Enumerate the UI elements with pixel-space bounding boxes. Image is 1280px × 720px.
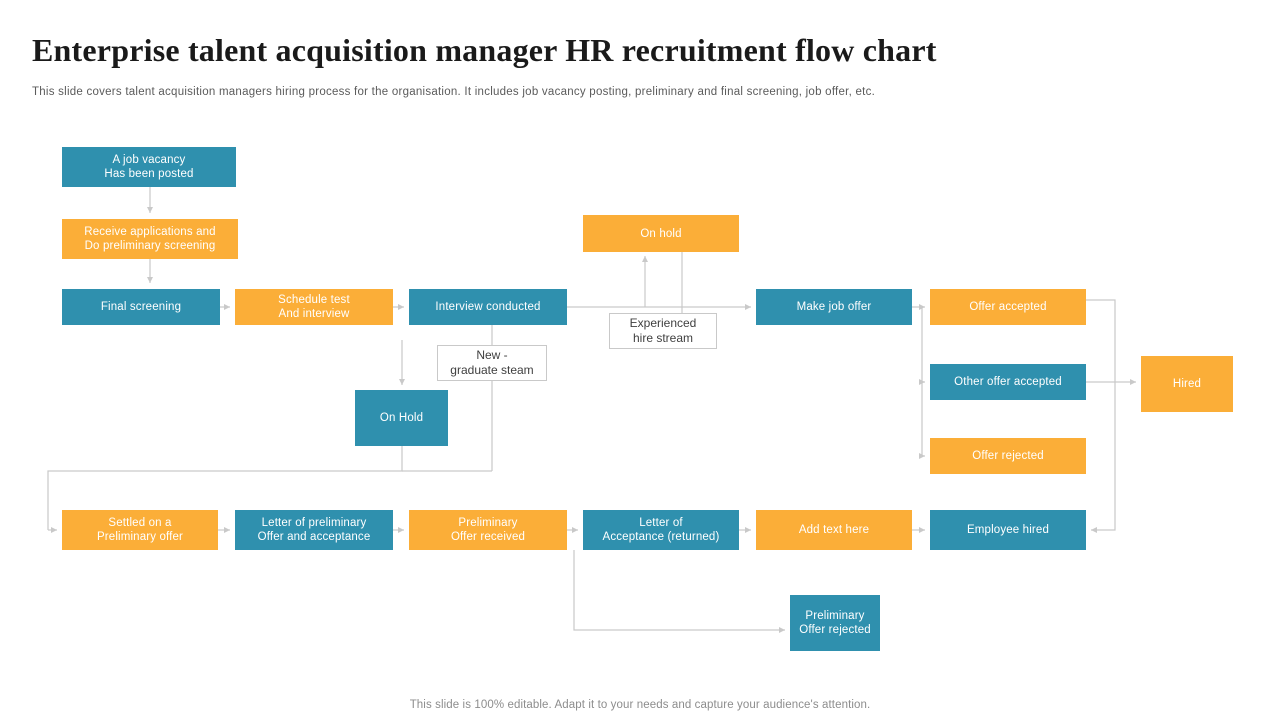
node-schedule-test-interview[interactable]: Schedule test And interview (235, 289, 393, 325)
edge-onholdleft-to-settled (47, 446, 403, 530)
footer-note: This slide is 100% editable. Adapt it to… (409, 699, 871, 711)
node-hired[interactable]: Hired (1141, 356, 1233, 412)
label-new-graduate-steam: New - graduate steam (437, 345, 547, 381)
node-letter-acceptance-returned[interactable]: Letter of Acceptance (returned) (583, 510, 739, 550)
edge-makeoffer-rail (912, 306, 923, 456)
node-interview-conducted[interactable]: Interview conducted (409, 289, 567, 325)
node-on-hold-left[interactable]: On Hold (355, 390, 448, 446)
edge-offeraccepted-to-employeehired (1086, 299, 1116, 533)
node-offer-accepted[interactable]: Offer accepted (930, 289, 1086, 325)
node-receive-applications[interactable]: Receive applications and Do preliminary … (62, 219, 238, 259)
node-settled-preliminary-offer[interactable]: Settled on a Preliminary offer (62, 510, 218, 550)
node-offer-rejected[interactable]: Offer rejected (930, 438, 1086, 474)
node-other-offer-accepted[interactable]: Other offer accepted (930, 364, 1086, 400)
node-job-vacancy-posted[interactable]: A job vacancy Has been posted (62, 147, 236, 187)
node-employee-hired[interactable]: Employee hired (930, 510, 1086, 550)
page-subtitle: This slide covers talent acquisition man… (32, 86, 876, 98)
node-make-job-offer[interactable]: Make job offer (756, 289, 912, 325)
node-preliminary-offer-rejected[interactable]: Preliminary Offer rejected (790, 595, 880, 651)
node-on-hold-top[interactable]: On hold (583, 215, 739, 252)
node-add-text-here[interactable]: Add text here (756, 510, 912, 550)
node-letter-preliminary-offer[interactable]: Letter of preliminary Offer and acceptan… (235, 510, 393, 550)
node-preliminary-offer-received[interactable]: Preliminary Offer received (409, 510, 567, 550)
edge-letteracceptance-to-prelimrejected (573, 550, 785, 633)
label-experienced-hire-stream: Experienced hire stream (609, 313, 717, 349)
page-title: Enterprise talent acquisition manager HR… (32, 32, 937, 68)
node-final-screening[interactable]: Final screening (62, 289, 220, 325)
